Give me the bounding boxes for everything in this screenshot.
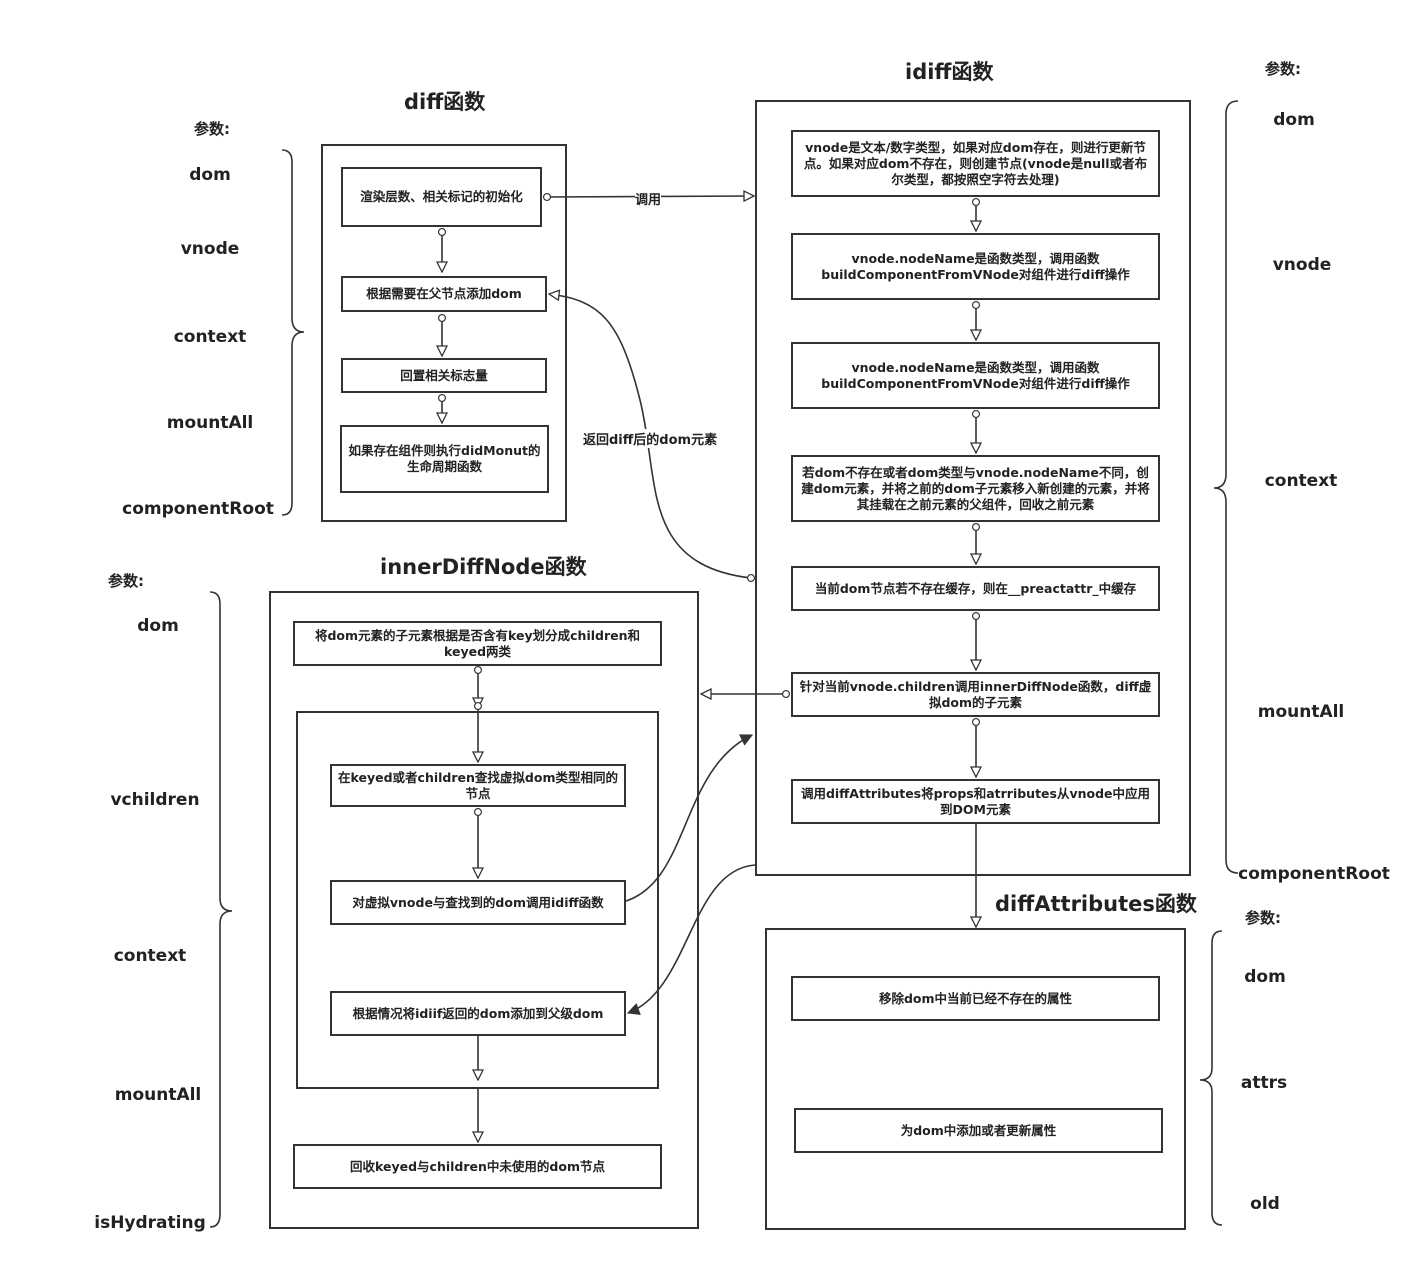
diff-step-append-dom: 根据需要在父节点添加dom [341, 276, 547, 312]
idiff-param-vnode: vnode [1272, 255, 1332, 275]
idiff-return-inner-edge [628, 864, 756, 1013]
diff-title: diff函数 [404, 90, 486, 114]
diff-param-mountall: mountAll [166, 413, 254, 433]
idiff-params-heading: 参数: [1265, 60, 1301, 78]
inner-call-idiff-edge [625, 734, 752, 902]
idiff-params-brace [1213, 100, 1239, 874]
inner-params-brace [209, 591, 233, 1228]
idiff-step-cache: 当前dom节点若不存在缓存，则在__preactattr_中缓存 [791, 566, 1160, 611]
innerdiffnode-title: innerDiffNode函数 [380, 555, 587, 579]
inner-step-recycle: 回收keyed与children中未使用的dom节点 [293, 1144, 662, 1189]
innerdiffnode-param-mountall: mountAll [114, 1085, 202, 1105]
inner-step-append-to-parent: 根据情况将idiif返回的dom添加到父级dom [330, 991, 626, 1036]
diff-step-didmount: 如果存在组件则执行didMonut的生命周期函数 [340, 425, 549, 493]
diffattributes-params-brace [1199, 930, 1223, 1226]
diff-function-frame [321, 144, 567, 522]
idiff-step-inner-diff: 针对当前vnode.children调用innerDiffNode函数，diff… [791, 672, 1160, 717]
inner-step-find-node: 在keyed或者children查找虚拟dom类型相同的节点 [330, 764, 626, 807]
diffattributes-param-attrs: attrs [1240, 1073, 1288, 1093]
idiff-title: idiff函数 [905, 60, 994, 84]
diffattributes-params-heading: 参数: [1245, 909, 1281, 927]
diff-param-context: context [173, 327, 247, 347]
diffattributes-step-remove: 移除dom中当前已经不存在的属性 [791, 976, 1160, 1021]
diff-params-brace [281, 149, 305, 516]
diff-step-init: 渲染层数、相关标记的初始化 [341, 167, 542, 227]
call-edge-label: 调用 [635, 189, 662, 208]
diff-param-vnode: vnode [180, 239, 240, 259]
innerdiffnode-function-frame [269, 591, 699, 1229]
diffattributes-title: diffAttributes函数 [995, 892, 1197, 916]
inner-step-call-idiff: 对虚拟vnode与查找到的dom调用idiff函数 [330, 880, 626, 925]
inner-step-split-children: 将dom元素的子元素根据是否含有key划分成children和keyed两类 [293, 621, 662, 666]
innerdiffnode-param-vchildren: vchildren [110, 790, 200, 810]
return-dom-edge-label: 返回diff后的dom元素 [583, 429, 718, 448]
diffattributes-param-old: old [1250, 1194, 1280, 1214]
innerdiffnode-loop-frame [296, 711, 659, 1089]
idiff-param-componentroot: componentRoot [1238, 864, 1390, 884]
idiff-param-dom: dom [1273, 110, 1315, 130]
idiff-return-edge [549, 294, 751, 578]
idiff-function-frame [755, 100, 1191, 876]
innerdiffnode-param-context: context [113, 946, 187, 966]
diff-param-componentroot: componentRoot [122, 499, 274, 519]
innerdiffnode-param-ishydrating: isHydrating [94, 1213, 206, 1233]
innerdiffnode-param-dom: dom [137, 616, 179, 636]
idiff-step-text-node: vnode是文本/数字类型，如果对应dom存在，则进行更新节点。如果对应dom不… [791, 130, 1160, 197]
idiff-step-component-2: vnode.nodeName是函数类型，调用函数buildComponentFr… [791, 342, 1160, 409]
diffattributes-step-add-update: 为dom中添加或者更新属性 [794, 1108, 1163, 1153]
diff-params-heading: 参数: [194, 120, 230, 138]
innerdiffnode-params-heading: 参数: [108, 572, 144, 590]
idiff-param-context: context [1264, 471, 1338, 491]
idiff-step-component-1: vnode.nodeName是函数类型，调用函数buildComponentFr… [791, 233, 1160, 300]
diff-param-dom: dom [189, 165, 231, 185]
diffattributes-function-frame [765, 928, 1186, 1230]
diffattributes-param-dom: dom [1244, 967, 1286, 987]
diff-step-reset-flags: 回置相关标志量 [341, 358, 547, 393]
idiff-param-mountall: mountAll [1257, 702, 1345, 722]
idiff-step-diff-attributes: 调用diffAttributes将props和atrributes从vnode中… [791, 779, 1160, 824]
idiff-step-create-element: 若dom不存在或者dom类型与vnode.nodeName不同，创建dom元素，… [791, 455, 1160, 522]
